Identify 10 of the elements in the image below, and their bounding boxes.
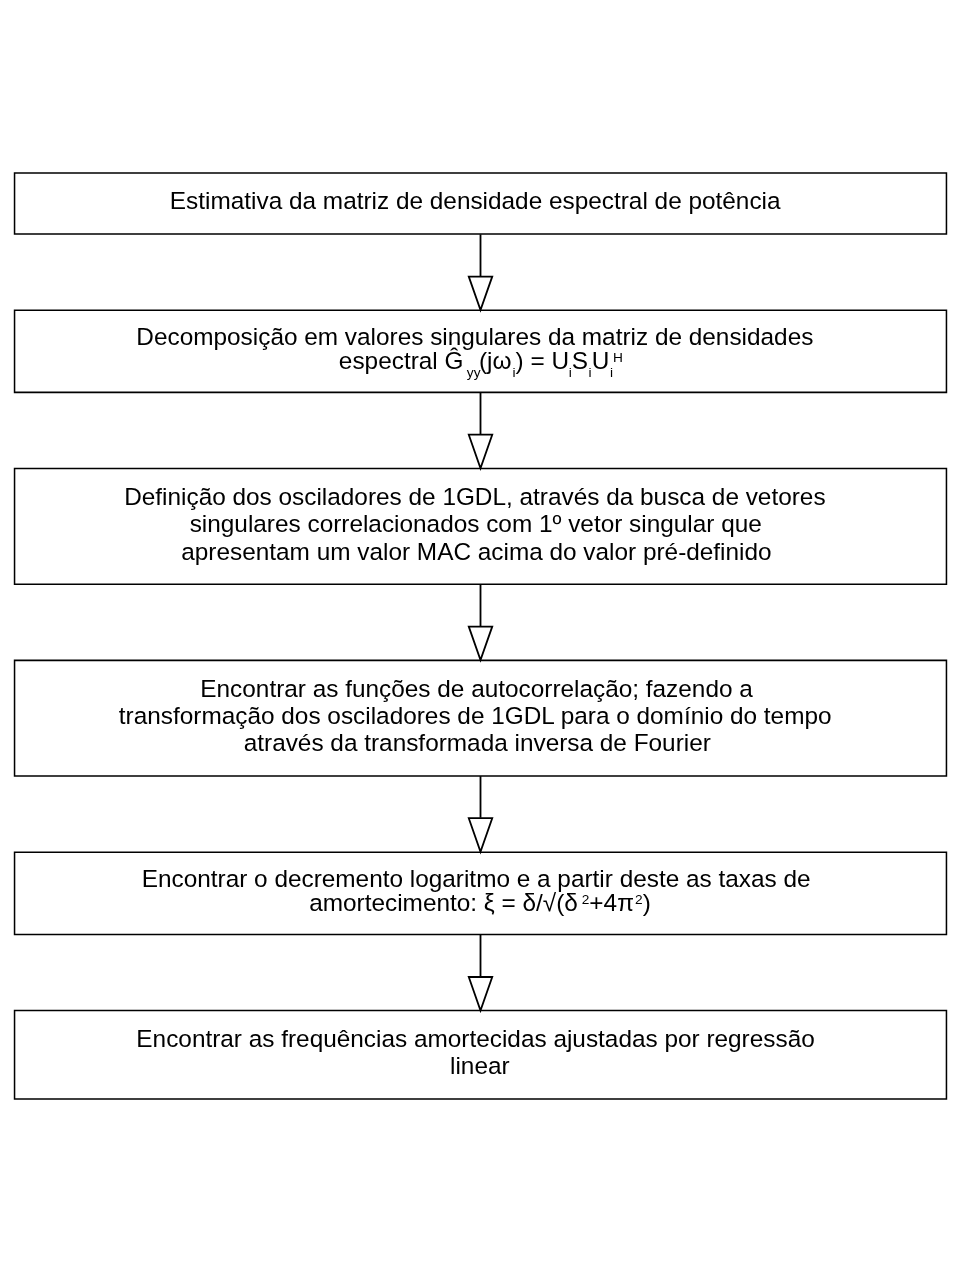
node-box: Encontrar o decremento logaritmo e a partir deste as taxas de amortecimento: ξ = δ/√(δ$^{2}$+4π$^{2}$) <box>13 851 948 936</box>
arrow <box>467 391 494 471</box>
node-box: Encontrar as funções de autocorrelação; fazendo a transformação dos osciladores de 1GDL para o domínio do tempo através da transformada inversa de Fourier <box>13 659 948 777</box>
arrow <box>467 775 494 855</box>
node-box: Definição dos osciladores de 1GDL, através da busca de vetores singulares correlacionados com 1º vetor singular que apresentam um valor MAC acima do valor pré-definido <box>13 467 948 585</box>
arrow <box>467 933 494 1014</box>
arrow <box>467 583 494 663</box>
node-box: Estimativa da matriz de densidade espectral de potência <box>13 172 948 235</box>
node-box: Encontrar as frequências amortecidas ajustadas por regressão linear <box>13 1009 948 1100</box>
arrow <box>467 233 494 313</box>
